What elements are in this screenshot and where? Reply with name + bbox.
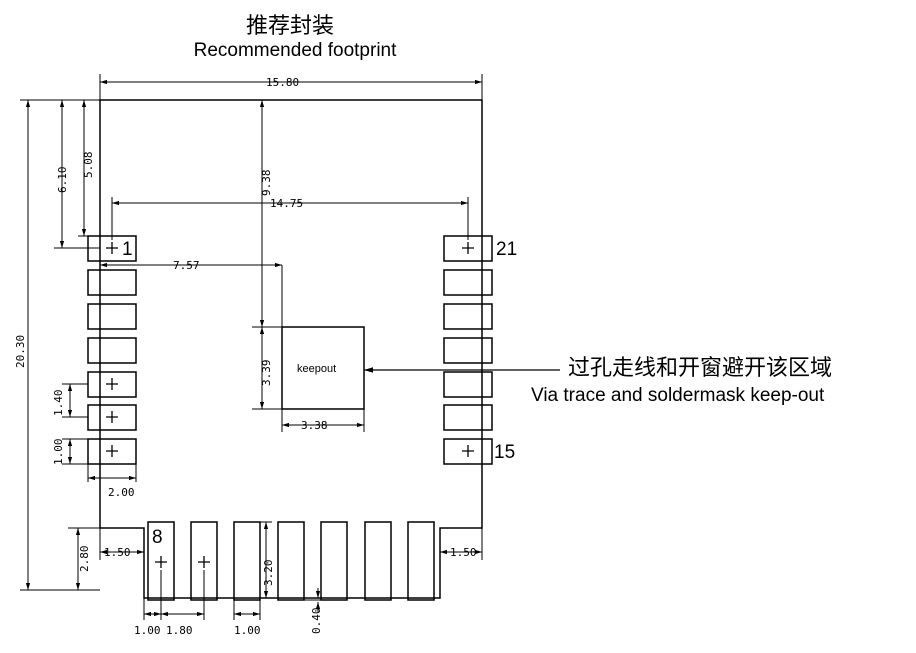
title-english: Recommended footprint (193, 40, 397, 61)
pad-14 (407, 521, 435, 601)
via-marks (106, 242, 474, 568)
pad-right (443, 371, 493, 398)
dim-pad-span: 14.75 (270, 197, 303, 210)
dim-top-to-pin1: 6.10 (56, 167, 69, 194)
dim-pad-length-side: 2.00 (108, 486, 135, 499)
pad-bottom (277, 521, 305, 601)
pad-bottom (364, 521, 392, 601)
pad-right (443, 303, 493, 330)
keepout-note-english: Via trace and soldermask keep-out (531, 385, 825, 406)
dim-height: 20.30 (14, 335, 27, 368)
dim-keepout-height: 3.39 (260, 360, 273, 387)
pin-1-label: 1 (122, 239, 133, 260)
pad-right (443, 269, 493, 296)
dim-bottom-height: 2.80 (78, 546, 91, 573)
pad-bottom (233, 521, 261, 601)
dim-bottom-offset-right: 1.50 (450, 546, 477, 559)
keepout-label: keepout (297, 363, 336, 375)
dim-pad-length-bottom: 3.20 (262, 560, 275, 587)
dim-top-to-pad-edge: 5.08 (82, 152, 95, 179)
pad-bottom (320, 521, 348, 601)
module-outline (99, 99, 483, 599)
dim-pad-width-bottom: 1.00 (234, 624, 261, 637)
pad-left (87, 337, 137, 364)
pad-right (443, 337, 493, 364)
title-chinese: 推荐封装 (245, 14, 334, 39)
pin-8-label: 8 (152, 527, 163, 548)
dim-width: 15.80 (266, 76, 299, 89)
pad-7 (87, 438, 137, 465)
keepout-note-chinese: 过孔走线和开窗避开该区域 (568, 356, 833, 381)
dim-keepout-left: 7.57 (173, 259, 200, 272)
pad-left (87, 303, 137, 330)
dim-pitch-side: 1.40 (52, 390, 65, 417)
dim-pitch-bottom: 1.80 (166, 624, 193, 637)
dim-keepout-top: 9.38 (260, 170, 273, 197)
pin-15-label: 15 (494, 442, 515, 463)
dim-keepout-width: 3.38 (301, 419, 328, 432)
pad-15 (443, 438, 493, 465)
dim-bottom-offset-left: 1.50 (104, 546, 131, 559)
pad-right (443, 404, 493, 431)
pad-left (87, 269, 137, 296)
dim-pad-width-side: 1.00 (52, 439, 65, 466)
dimension-lines (25, 79, 482, 617)
dim-bottom-first-offset: 1.00 (134, 624, 161, 637)
dim-pad-extension: 0.40 (310, 608, 323, 635)
pin-21-label: 21 (496, 239, 517, 260)
